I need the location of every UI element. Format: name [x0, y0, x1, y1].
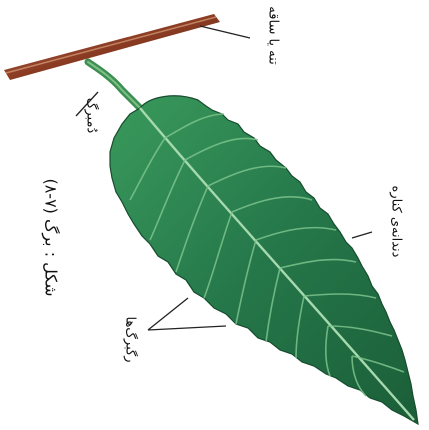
caption-number: (۷-۸)	[42, 178, 61, 213]
pointer-vein-2	[148, 326, 226, 330]
stem	[4, 14, 220, 80]
label-edge: دندانه‌ی کناره	[389, 182, 404, 262]
caption-title: شکل : برگ	[42, 219, 61, 297]
pointer-stem	[200, 26, 250, 38]
label-petiole: دُمبرگ	[84, 91, 99, 141]
leaf-blade	[110, 96, 418, 424]
pointer-edge	[352, 232, 372, 238]
pointer-vein-1	[148, 298, 188, 330]
figure-caption: شکل : برگ (۷-۸)	[42, 173, 61, 303]
label-veins: رگبرگ‌ها	[123, 300, 138, 380]
label-stem: تنه یا ساقه	[266, 0, 281, 81]
